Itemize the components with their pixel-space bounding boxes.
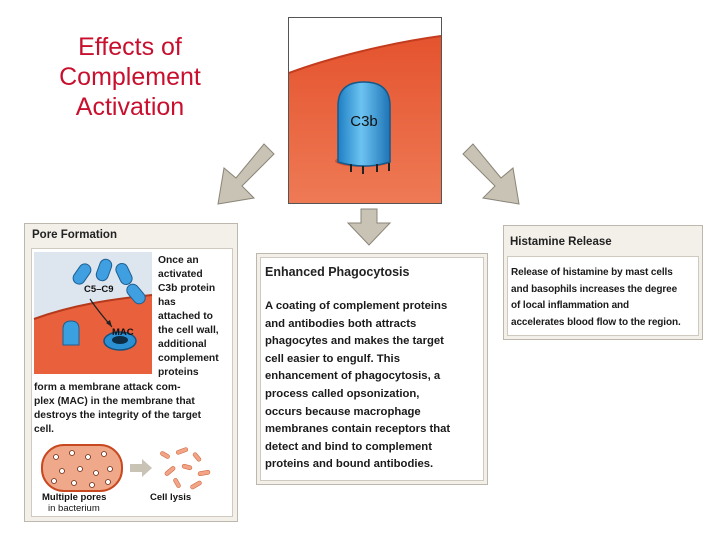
phago-line: proteins and bound antibodies.	[265, 458, 434, 471]
histamine-content: Release of histamine by mast cells and b…	[507, 256, 699, 336]
phago-line: and antibodies both attracts	[265, 317, 417, 330]
pore-bottom-text: form a membrane attack com- plex (MAC) i…	[34, 381, 234, 437]
pore-formation-title: Pore Formation	[32, 229, 117, 241]
mac-label: MAC	[112, 327, 134, 338]
arrow-down-right-icon	[462, 143, 520, 205]
lysis-arrow-icon	[130, 459, 152, 477]
phago-line: detect and bind to complement	[265, 440, 432, 453]
phago-line: process called opsonization,	[265, 387, 420, 400]
complement-protein-shape	[95, 258, 113, 282]
pore-bottom-line: cell.	[34, 424, 55, 435]
pore-side-line: activated	[158, 269, 203, 280]
target-cell-shape	[34, 295, 152, 374]
pore-formation-panel: Pore Formation	[24, 223, 238, 522]
histamine-panel: Histamine Release Release of histamine b…	[503, 225, 703, 340]
pore-formation-content: C5–C9 MAC Once an activated C3b protein …	[31, 248, 233, 517]
phago-line: enhancement of phagocytosis, a	[265, 370, 441, 383]
histamine-title: Histamine Release	[510, 236, 612, 248]
cell-lysis-label: Cell lysis	[150, 492, 192, 503]
pore-bottom-line: form a membrane attack com-	[34, 382, 181, 393]
pore-bottom-line: destroys the integrity of the target	[34, 410, 202, 421]
complement-protein-shape	[126, 283, 146, 305]
complement-protein-shape	[72, 263, 92, 285]
phagocytosis-text: A coating of complement proteins and ant…	[265, 298, 483, 474]
phago-line: phagocytes and makes the target	[265, 335, 444, 348]
phago-line: A coating of complement proteins	[265, 300, 448, 312]
phago-line: occurs because macrophage	[265, 405, 421, 418]
c3b-label: C3b	[350, 113, 378, 130]
c3b-protein-shape	[337, 81, 391, 167]
histamine-line: Release of histamine by mast cells	[511, 267, 673, 278]
phagocytosis-title: Enhanced Phagocytosis	[265, 265, 410, 279]
histamine-line: accelerates blood flow to the region.	[511, 316, 681, 328]
histamine-line: and basophils increases the degree	[511, 283, 678, 295]
pore-bottom-line: plex (MAC) in the membrane that	[34, 396, 195, 407]
phagocytosis-content: Enhanced Phagocytosis A coating of compl…	[260, 257, 484, 481]
pore-side-line: the cell wall,	[158, 325, 219, 336]
histamine-text: Release of histamine by mast cells and b…	[511, 265, 699, 331]
page-title: Effects of Complement Activation	[40, 32, 220, 122]
pore-side-line: proteins	[158, 367, 199, 378]
multiple-pores-label-2: in bacterium	[48, 503, 100, 514]
pore-side-line: has	[158, 297, 176, 308]
c5-c9-label: C5–C9	[84, 284, 114, 295]
pore-side-line: complement	[158, 353, 219, 364]
title-line-3: Activation	[75, 93, 185, 121]
arrow-down-icon	[346, 208, 392, 246]
cell-fragments-shape	[160, 447, 211, 490]
multiple-pores-label-1: Multiple pores	[42, 492, 107, 503]
phago-line: cell easier to engulf. This	[265, 352, 400, 365]
title-line-1: Effects of	[78, 33, 182, 61]
arrow-down-left-icon	[217, 143, 275, 205]
complement-protein-shape	[115, 262, 133, 286]
pore-side-line: attached to	[158, 311, 213, 322]
c3b-small-shape	[62, 320, 80, 346]
histamine-line: of local inflammation and	[511, 300, 630, 311]
c3b-illustration: C3b	[288, 17, 442, 204]
pore-side-line: additional	[158, 339, 207, 350]
pore-side-line: Once an	[158, 255, 199, 266]
phago-line: membranes contain receptors that	[265, 423, 451, 436]
pore-side-text: Once an activated C3b protein has attach…	[158, 254, 234, 380]
pore-side-line: C3b protein	[158, 283, 216, 294]
phagocytosis-panel: Enhanced Phagocytosis A coating of compl…	[256, 253, 488, 485]
title-line-2: Complement	[59, 63, 201, 91]
